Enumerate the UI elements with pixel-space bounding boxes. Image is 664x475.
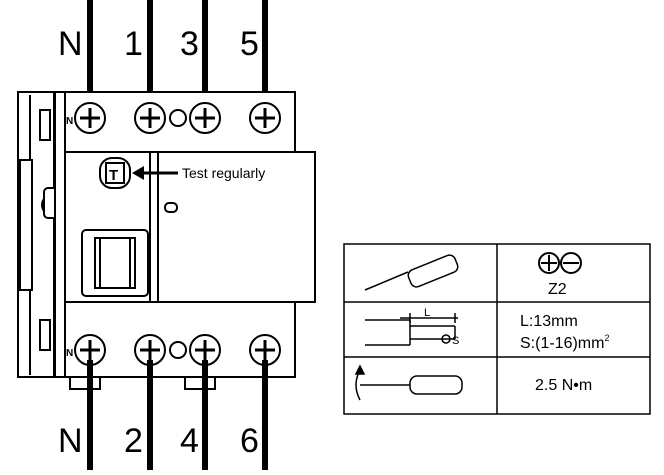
terminal-label-top-1: 1 xyxy=(124,25,143,63)
bottom-screws xyxy=(69,334,281,390)
test-button: T xyxy=(99,157,131,189)
terminal-label-bottom-3: 6 xyxy=(240,422,259,460)
top-screws xyxy=(74,102,281,134)
strip-length-value: L:13mm xyxy=(520,313,578,330)
torque-icon xyxy=(354,364,463,401)
top-n-mark: N xyxy=(66,116,73,127)
test-callout-label: Test regularly xyxy=(182,165,265,181)
screwdriver-size-value: Z2 xyxy=(548,281,567,298)
wire-section-value: S:(1-16)mm2 xyxy=(520,333,609,352)
terminal-label-top-0: N xyxy=(58,25,83,63)
wire-section-mark: S xyxy=(452,335,459,347)
terminal-label-bottom-0: N xyxy=(58,422,83,460)
terminal-label-bottom-2: 4 xyxy=(180,422,199,460)
spec-table xyxy=(343,243,651,415)
terminal-label-top-3: 5 xyxy=(240,25,259,63)
strip-length-mark: L xyxy=(424,307,430,319)
terminal-label-top-2: 3 xyxy=(180,25,199,63)
bottom-n-mark: N xyxy=(66,348,73,359)
indicator-window xyxy=(164,202,178,213)
wire-strip-icon xyxy=(365,313,458,346)
bottom-wires xyxy=(87,360,268,470)
phillips-flat-head-icon xyxy=(538,252,582,274)
torque-value: 2.5 N•m xyxy=(535,377,592,394)
terminal-label-bottom-1: 2 xyxy=(124,422,143,460)
rcd-device xyxy=(17,91,316,378)
test-callout-arrow xyxy=(132,166,178,180)
screwdriver-icon xyxy=(364,254,459,291)
test-button-letter: T xyxy=(109,167,118,184)
